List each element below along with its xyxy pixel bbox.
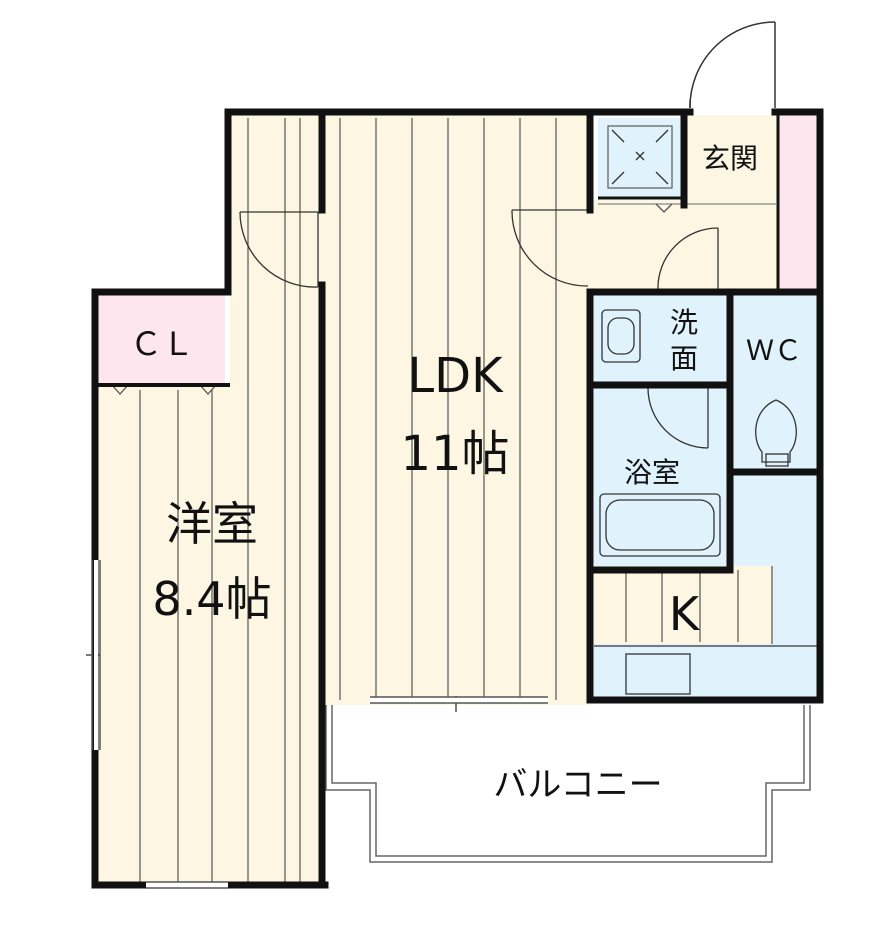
washroom-door-swing xyxy=(657,227,719,291)
balcony xyxy=(325,705,811,863)
closet-floor xyxy=(98,295,225,385)
bathroom-label: 浴室 xyxy=(624,456,680,489)
closet-label: ＣＬ xyxy=(130,325,194,363)
walls xyxy=(91,108,824,889)
ldk-size: 11帖 xyxy=(400,426,509,482)
floor-fills xyxy=(98,115,818,885)
washroom-label-1: 洗 xyxy=(670,306,698,339)
wash-basin xyxy=(601,309,641,363)
thin-walls xyxy=(91,115,780,889)
toilet-label: ＷＣ xyxy=(746,334,802,367)
western-size: 8.4帖 xyxy=(152,572,271,626)
ldk-name: LDK xyxy=(407,348,504,404)
ldk-floor xyxy=(320,115,590,705)
kitchen-sink xyxy=(625,653,691,695)
toilet-floor xyxy=(734,292,818,472)
interior-details xyxy=(86,125,818,712)
shoe-cabinet xyxy=(778,115,818,292)
bathtub xyxy=(599,493,721,557)
ldk-door-swing xyxy=(511,209,589,287)
western-door-swing xyxy=(239,211,319,288)
washroom-label-2: 面 xyxy=(670,342,698,375)
washroom-floor xyxy=(594,292,732,385)
entrance-door xyxy=(689,21,776,109)
entrance-floor xyxy=(683,115,778,200)
western-room-floor xyxy=(98,115,320,885)
kitchen-floor-wood xyxy=(594,566,772,644)
balcony-label: バルコニー xyxy=(493,765,662,805)
hall-floor xyxy=(590,200,780,292)
bathroom-door-swing xyxy=(647,387,709,449)
entrance-label: 玄関 xyxy=(702,142,758,175)
plank-lines xyxy=(139,118,773,882)
western-name: 洋室 xyxy=(166,497,258,551)
room-labels: LDK 11帖 洋室 8.4帖 ＣＬ 玄関 洗 面 ＷＣ 浴室 K バルコニー xyxy=(130,142,802,805)
toilet-fixture xyxy=(755,399,797,463)
kitchen-label: K xyxy=(669,587,701,641)
